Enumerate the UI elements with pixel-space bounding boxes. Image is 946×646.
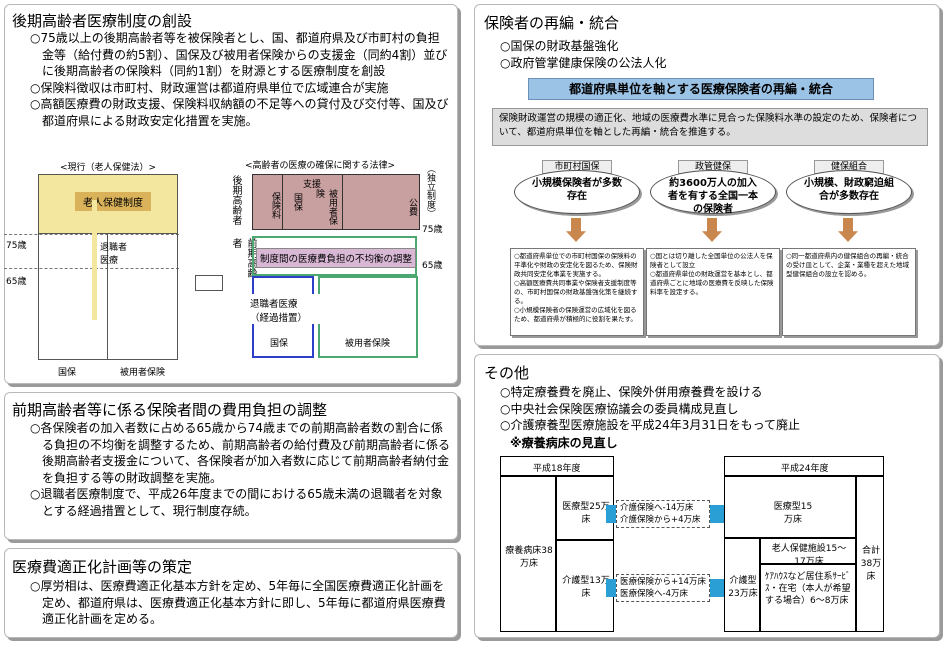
- shien-label: 支援: [303, 180, 322, 190]
- col-arrow-1-icon: [702, 218, 722, 242]
- care-label: ｹｱﾊｳｽなど居住系ｻｰﾋﾞｽ・在宅（本人が希望する場合）6～8万床: [765, 572, 851, 606]
- col-arrow-0-icon: [566, 218, 586, 242]
- saihen-bullet-1: ○国保の財政基盤強化: [500, 39, 619, 53]
- ryoyo-box: 療養病床38万床: [500, 476, 556, 632]
- ryoyo-subtitle: ※療養病床の見直し: [510, 436, 618, 450]
- right-head-label: 平成24年度: [781, 464, 829, 474]
- kokuho-small: 国保: [292, 193, 302, 211]
- saihen-bullet-2: ○政府管掌健康保険の公法人化: [500, 55, 667, 70]
- kouki-label: 後期高齢者: [230, 175, 241, 225]
- age65-label: 65歳: [6, 277, 27, 287]
- shien-cell: 支援 国保 被用者保険: [283, 175, 343, 229]
- col-notes-0: ○都道府県単位での市町村国保の保険料の平準化や財政の安定化を図るため、保険財政共…: [510, 248, 644, 336]
- sonota-bullet-1: ○特定療養費を廃止、保険外併用療養費を設ける: [500, 385, 763, 399]
- saihen-banner: 都道府県単位を軸とする医療保険者の再編・統合: [528, 78, 874, 100]
- tekiseika-bullets: ○厚労相は、医療費適正化基本方針を定め、5年毎に全国医療費適正化計画を定め、都道…: [30, 578, 450, 628]
- saihen-bullets: ○国保の財政基盤強化 ○政府管掌健康保険の公法人化: [500, 38, 920, 71]
- panel-saihen-title: 保険者の再編・統合: [484, 14, 620, 32]
- kokuho-r-label: 国保: [270, 339, 289, 349]
- panel-tekiseika: [4, 548, 458, 638]
- age75-label: 75歳: [6, 241, 27, 251]
- dokuritsu-label: （独立制度）: [425, 164, 435, 218]
- iryo-r-label: 医療型15万床: [773, 502, 813, 525]
- ryoyo-label: 療養病床38万床: [505, 546, 553, 569]
- arrow2-left-icon: [606, 579, 616, 597]
- roken-label: 老人保健制度: [75, 192, 151, 211]
- panel-sonota: [474, 354, 940, 638]
- left-head-label: 平成18年度: [533, 464, 581, 474]
- left-caption: <現行（老人保健法）>: [60, 163, 157, 173]
- arrow1-left-icon: [606, 505, 616, 523]
- kouki-bullet-3: ○高額医療費の財政支援、保険料収納額の不足等への貸付及び交付等、国及び都道府県に…: [30, 97, 449, 128]
- col-arrow-2-icon: [838, 218, 858, 242]
- care-box: ｹｱﾊｳｽなど居住系ｻｰﾋﾞｽ・在宅（本人が希望する場合）6～8万床: [760, 564, 856, 632]
- age65-line: [4, 268, 179, 269]
- kouhi-cell: 公費: [343, 175, 419, 229]
- hiyosha-area: [108, 234, 178, 360]
- kaigo-l-label: 介護型13万床: [562, 576, 610, 599]
- kouki-bullet-1: ○75歳以上の後期高齢者等を被保険者とし、国、都道府県及び市町村の負担金等（給付…: [30, 31, 448, 78]
- panel-zenki: [4, 392, 458, 540]
- saihen-desc: 保険財政運営の規模の適正化、地域の医療費水準に見合った保険料水準の設定のため、保…: [492, 108, 928, 146]
- iryo-r-box: 医療型15万床: [724, 476, 856, 538]
- arrow2-tip-icon: [710, 579, 724, 597]
- total-label: 合計38万床: [860, 546, 882, 582]
- arrow1-tip-icon: [710, 505, 724, 523]
- kouki-bullet-2: ○保険料徴収は市町村、財政運営は都道府県単位で広域連合が実施: [30, 80, 389, 95]
- kouki-box: 保険料 支援 国保 被用者保険 公費: [252, 174, 420, 230]
- taishoku-label: 退職者医療: [100, 243, 128, 266]
- sonota-bullet-3: ○介護療養型医療施設を平成24年3月31日をもって廃止: [500, 418, 801, 432]
- transition-arrow-icon: [195, 275, 223, 291]
- arrow2-box: 医療保険から+14万床 医療保険へ-4万床: [616, 574, 710, 602]
- panel-sonota-title: その他: [484, 364, 530, 382]
- sonota-bullet-2: ○中央社会保険医療協議会の委員構成見直し: [500, 401, 739, 416]
- zenki-bullets: ○各保険者の加入者数に占める65歳から74歳までの前期高齢者数の割合に係る負担の…: [30, 420, 450, 519]
- taishoku-new-label: 退職者医療（経過措置）: [250, 299, 308, 324]
- hiyosha-label: 被用者保険: [120, 368, 166, 378]
- age75-line: [4, 234, 179, 235]
- panel-kouki-title: 後期高齢者医療制度の創設: [12, 12, 193, 30]
- taishoku-strip: [92, 200, 97, 320]
- roujin-label: 老人保健施設15～17万床: [771, 544, 847, 567]
- kaigo-r-box: 介護型23万床: [724, 538, 760, 632]
- left-head: 平成18年度: [500, 456, 614, 476]
- arrow1-box: 介護保険へ-14万床 介護保険から+4万床: [616, 500, 710, 528]
- age65r-label: 65歳: [422, 261, 443, 271]
- zenki-bullet-2: ○退職者医療制度で、平成26年度までの間における65歳未満の退職者を対象とする経…: [30, 487, 443, 518]
- kokuho-area: [38, 234, 108, 360]
- roujin-box: 老人保健施設15～17万床: [760, 538, 856, 567]
- right-caption: <高齢者の医療の確保に関する法律>: [245, 161, 396, 171]
- hiyosha-small: 被用者保険: [314, 189, 337, 225]
- iryo-l-label: 医療型25万床: [562, 502, 610, 525]
- col-oval-2: 小規模、財政窮迫組合が多数存在: [786, 170, 912, 214]
- futan-label: 制度間の医療費負担の不均衡の調整: [256, 248, 417, 268]
- tekiseika-bullet-1: ○厚労相は、医療費適正化基本方針を定め、5年毎に全国医療費適正化計画を定め、都道…: [30, 579, 446, 626]
- zenki-label: 前期高齢者: [230, 238, 256, 278]
- kaigo-r-label: 介護型23万床: [728, 576, 758, 599]
- right-head: 平成24年度: [724, 456, 884, 476]
- col-notes-2: ○同一都道府県内の健保組合の再編・統合の受け皿として、企業・業種を超えた地域型健…: [782, 248, 916, 336]
- hokenryo-cell: 保険料: [253, 175, 283, 229]
- kouki-bullets: ○75歳以上の後期高齢者等を被保険者とし、国、都道府県及び市町村の負担金等（給付…: [30, 30, 450, 129]
- hiyosha-r-label: 被用者保険: [345, 339, 391, 349]
- sonota-bullets: ○特定療養費を廃止、保険外併用療養費を設ける ○中央社会保険医療協議会の委員構成…: [500, 384, 930, 434]
- zenki-bullet-1: ○各保険者の加入者数に占める65歳から74歳までの前期高齢者数の割合に係る負担の…: [30, 421, 451, 485]
- total-box: 合計38万床: [856, 476, 884, 632]
- col-oval-0: 小規模保険者が多数存在: [514, 170, 640, 214]
- age75r-label: 75歳: [422, 225, 443, 235]
- col-oval-1: 約3600万人の加入者を有する全国一本の保険者: [650, 170, 776, 215]
- panel-zenki-title: 前期高齢者等に係る保険者間の費用負担の調整: [12, 401, 328, 419]
- taishoku-new-box: [250, 294, 320, 324]
- col-notes-1: ○国とは切り離した全国単位の公法人を保険者として設立 ○都道府県単位の財政運営を…: [646, 248, 780, 336]
- panel-tekiseika-title: 医療費適正化計画等の策定: [12, 558, 193, 576]
- kokuho-label: 国保: [58, 368, 77, 378]
